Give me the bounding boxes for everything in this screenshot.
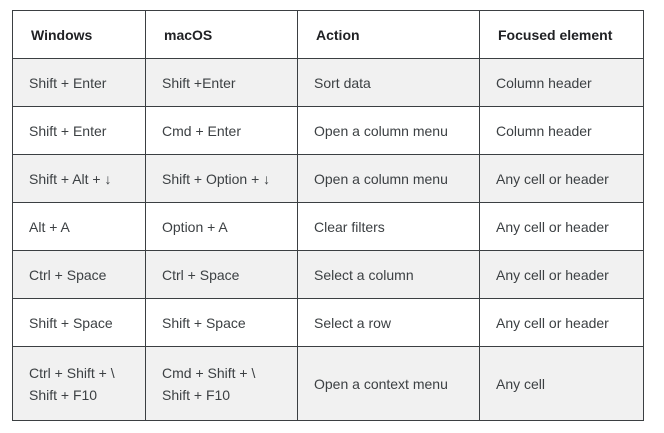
table-row: Ctrl + Shift + \ Shift + F10 Cmd + Shift… bbox=[12, 346, 644, 421]
cell-macos-shortcut: Option + A bbox=[145, 202, 298, 251]
cell-focused-element: Any cell bbox=[479, 346, 644, 421]
header-cell-focused-element: Focused element bbox=[479, 10, 644, 59]
cell-macos-shortcut: Ctrl + Space bbox=[145, 250, 298, 299]
cell-focused-element: Any cell or header bbox=[479, 154, 644, 203]
cell-focused-element: Any cell or header bbox=[479, 202, 644, 251]
table-row: Shift + Enter Cmd + Enter Open a column … bbox=[12, 106, 644, 155]
cell-action: Open a column menu bbox=[297, 154, 480, 203]
cell-focused-element: Column header bbox=[479, 58, 644, 107]
table-row: Shift + Space Shift + Space Select a row… bbox=[12, 298, 644, 347]
table-row: Shift + Alt + ↓ Shift + Option + ↓ Open … bbox=[12, 154, 644, 203]
cell-windows-shortcut: Ctrl + Shift + \ Shift + F10 bbox=[12, 346, 146, 421]
cell-action: Sort data bbox=[297, 58, 480, 107]
cell-windows-shortcut: Shift + Enter bbox=[12, 106, 146, 155]
cell-macos-shortcut: Cmd + Enter bbox=[145, 106, 298, 155]
cell-windows-shortcut: Shift + Alt + ↓ bbox=[12, 154, 146, 203]
table-row: Alt + A Option + A Clear filters Any cel… bbox=[12, 202, 644, 251]
cell-windows-shortcut: Alt + A bbox=[12, 202, 146, 251]
cell-action: Open a context menu bbox=[297, 346, 480, 421]
cell-focused-element: Column header bbox=[479, 106, 644, 155]
cell-macos-shortcut: Shift + Option + ↓ bbox=[145, 154, 298, 203]
header-cell-windows: Windows bbox=[12, 10, 146, 59]
cell-windows-shortcut: Shift + Space bbox=[12, 298, 146, 347]
cell-macos-shortcut: Cmd + Shift + \ Shift + F10 bbox=[145, 346, 298, 421]
cell-windows-shortcut: Ctrl + Space bbox=[12, 250, 146, 299]
cell-action: Open a column menu bbox=[297, 106, 480, 155]
cell-windows-shortcut: Shift + Enter bbox=[12, 58, 146, 107]
header-cell-action: Action bbox=[297, 10, 480, 59]
keyboard-shortcuts-table: Windows macOS Action Focused element Shi… bbox=[12, 10, 644, 421]
table-row: Ctrl + Space Ctrl + Space Select a colum… bbox=[12, 250, 644, 299]
cell-focused-element: Any cell or header bbox=[479, 298, 644, 347]
table-header-row: Windows macOS Action Focused element bbox=[12, 10, 644, 59]
cell-focused-element: Any cell or header bbox=[479, 250, 644, 299]
header-cell-macos: macOS bbox=[145, 10, 298, 59]
cell-action: Select a column bbox=[297, 250, 480, 299]
cell-macos-shortcut: Shift + Space bbox=[145, 298, 298, 347]
table-row: Shift + Enter Shift +Enter Sort data Col… bbox=[12, 58, 644, 107]
cell-macos-shortcut: Shift +Enter bbox=[145, 58, 298, 107]
cell-action: Clear filters bbox=[297, 202, 480, 251]
cell-action: Select a row bbox=[297, 298, 480, 347]
